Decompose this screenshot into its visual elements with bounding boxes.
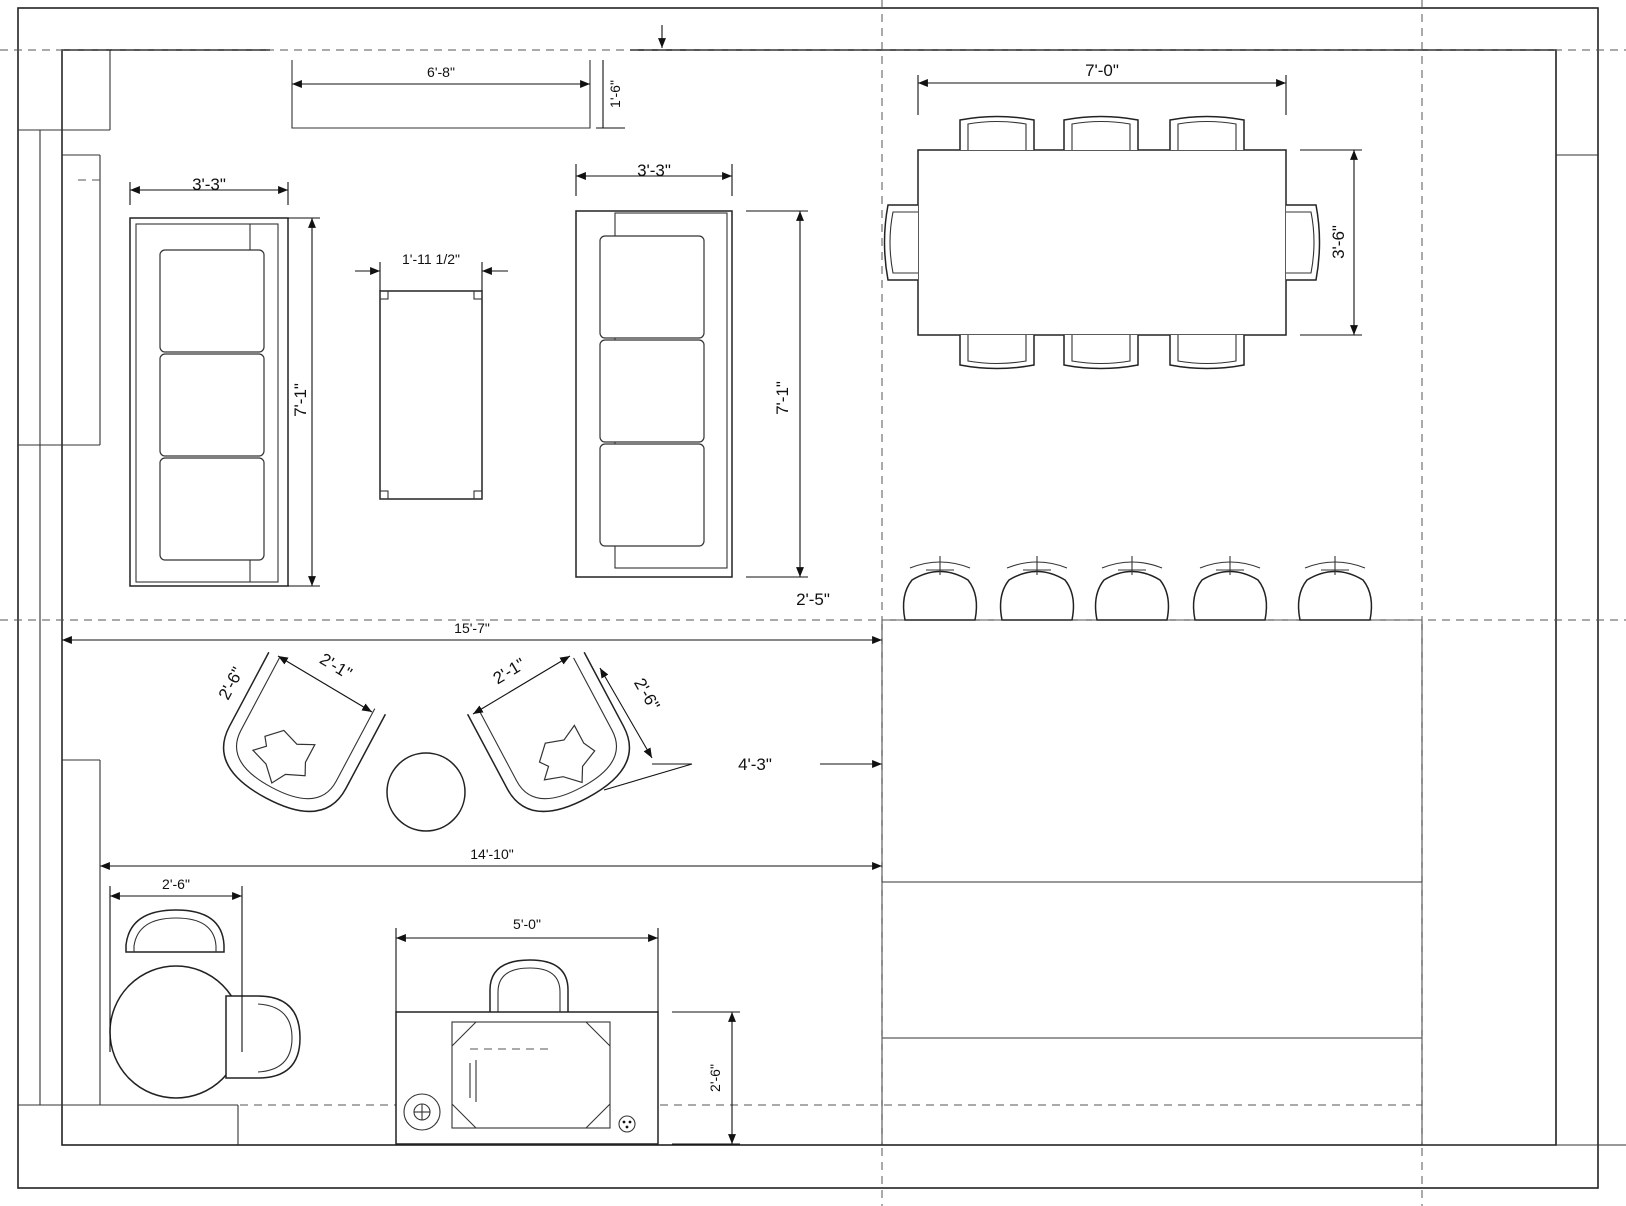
bar-stool	[999, 556, 1075, 621]
lower-width-label: 14'-10"	[470, 846, 513, 862]
walls	[17, 7, 1626, 1189]
dining-table-width-label: 3'-6"	[1329, 225, 1348, 259]
sofa-right-width-label: 3'-3"	[637, 161, 671, 180]
chair-clearance-dimension: 4'-3"	[652, 755, 882, 774]
sofa-left-length-dimension: 7'-1"	[288, 217, 320, 587]
coffee-table	[379, 290, 483, 500]
credenza	[291, 60, 591, 129]
console-depth-dimension: 2'-6"	[672, 1011, 740, 1145]
bar-stool	[1297, 556, 1373, 621]
accent-chair-left	[222, 651, 387, 813]
chair-clearance-label: 4'-3"	[738, 755, 772, 774]
sofa-right-length-dimension: 7'-1"	[746, 210, 808, 578]
side-table-round	[386, 752, 466, 832]
chair-right-width-label: 2'-1"	[490, 654, 529, 688]
chair-left-depth-dimension: 2'-6"	[215, 664, 248, 703]
coffee-table-width-label: 1'-11 1/2"	[402, 251, 460, 267]
sofa-right	[575, 210, 733, 578]
reading-chair-width-label: 2'-6"	[162, 876, 190, 892]
sofa-left-length-label: 7'-1"	[291, 383, 310, 417]
credenza-width-dimension: 6'-8"	[292, 64, 590, 88]
dining-table-width-dimension: 3'-6"	[1300, 149, 1362, 336]
bar-stool	[1094, 556, 1170, 621]
living-width-label: 15'-7"	[454, 620, 490, 636]
sofa-gap-label: 2'-5"	[796, 590, 830, 609]
chair-left-depth-label: 2'-6"	[215, 664, 248, 703]
console-width-dimension: 5'-0"	[395, 916, 659, 1012]
console-width-label: 5'-0"	[513, 916, 541, 932]
sofa-left-width-dimension: 3'-3"	[129, 175, 289, 205]
coffee-table-width-dimension: 1'-11 1/2"	[355, 251, 508, 291]
dining-table-length-label: 7'-0"	[1085, 61, 1119, 80]
living-width-dimension: 15'-7"	[62, 620, 882, 644]
chair-right-depth-label: 2'-6"	[630, 675, 663, 714]
dining-chairs	[883, 115, 1321, 370]
credenza-depth-dimension: 1'-6"	[596, 25, 666, 129]
reading-nook	[109, 909, 301, 1099]
bar-stool	[1192, 556, 1268, 621]
sofa-left-width-label: 3'-3"	[192, 175, 226, 194]
dining-table-length-dimension: 7'-0"	[917, 61, 1287, 115]
credenza-depth-label: 1'-6"	[607, 80, 623, 108]
sofa-right-width-dimension: 3'-3"	[575, 161, 733, 196]
dining-table	[917, 149, 1287, 336]
bar-stools	[902, 556, 1373, 621]
console-depth-label: 2'-6"	[707, 1064, 723, 1092]
reading-chair-width-dimension: 2'-6"	[109, 876, 243, 1052]
bar-stool	[902, 556, 978, 621]
lower-width-dimension: 14'-10"	[100, 846, 882, 870]
sofa-right-length-label: 7'-1"	[773, 381, 792, 415]
sofa-left	[129, 217, 289, 587]
media-console	[395, 959, 659, 1145]
credenza-width-label: 6'-8"	[427, 64, 455, 80]
chair-left-width-label: 2'-1"	[316, 649, 355, 683]
